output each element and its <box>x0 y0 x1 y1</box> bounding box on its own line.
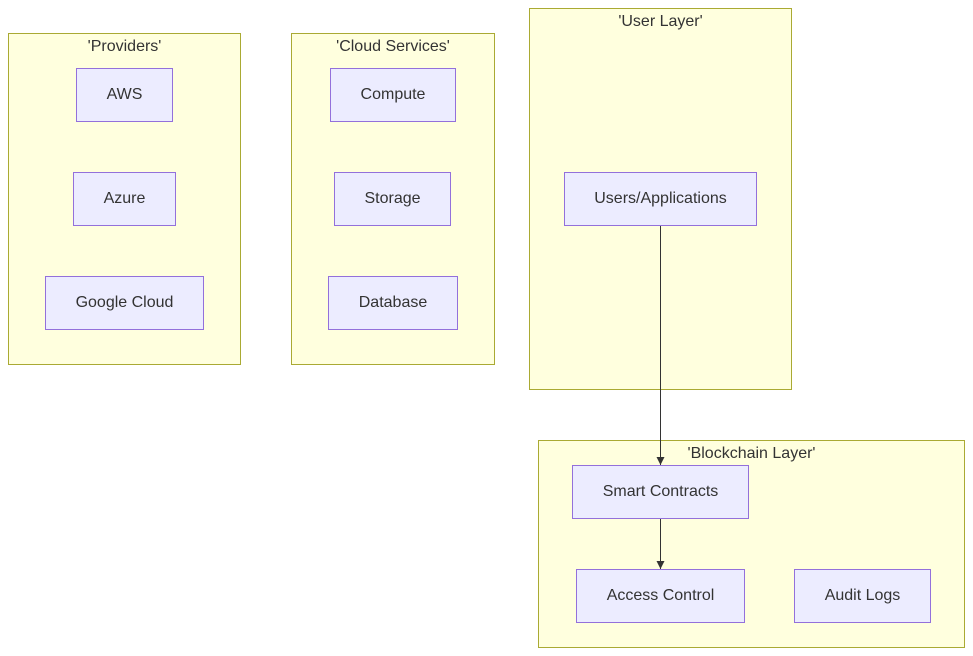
access-control-node: Access Control <box>576 569 745 623</box>
google-cloud-node: Google Cloud <box>45 276 204 330</box>
audit-logs-node: Audit Logs <box>794 569 931 623</box>
google-cloud-node-label: Google Cloud <box>75 294 174 311</box>
users-applications-node-label: Users/Applications <box>594 190 727 207</box>
users-applications-node: Users/Applications <box>564 172 757 226</box>
aws-node-label: AWS <box>106 86 143 103</box>
compute-node-label: Compute <box>360 86 426 103</box>
database-node: Database <box>328 276 458 330</box>
storage-node-label: Storage <box>364 190 421 207</box>
smart-contracts-node: Smart Contracts <box>572 465 749 519</box>
blockchain-layer-cluster-title: 'Blockchain Layer' <box>687 445 816 462</box>
audit-logs-node-label: Audit Logs <box>824 587 901 604</box>
compute-node: Compute <box>330 68 456 122</box>
azure-node-label: Azure <box>103 190 146 207</box>
user-layer-cluster-title: 'User Layer' <box>618 13 703 30</box>
azure-node: Azure <box>73 172 176 226</box>
aws-node: AWS <box>76 68 173 122</box>
access-control-node-label: Access Control <box>606 587 715 604</box>
smart-contracts-node-label: Smart Contracts <box>602 483 719 500</box>
storage-node: Storage <box>334 172 451 226</box>
database-node-label: Database <box>358 294 428 311</box>
providers-cluster-title: 'Providers' <box>87 38 162 55</box>
cloud-services-cluster-title: 'Cloud Services' <box>336 38 450 55</box>
